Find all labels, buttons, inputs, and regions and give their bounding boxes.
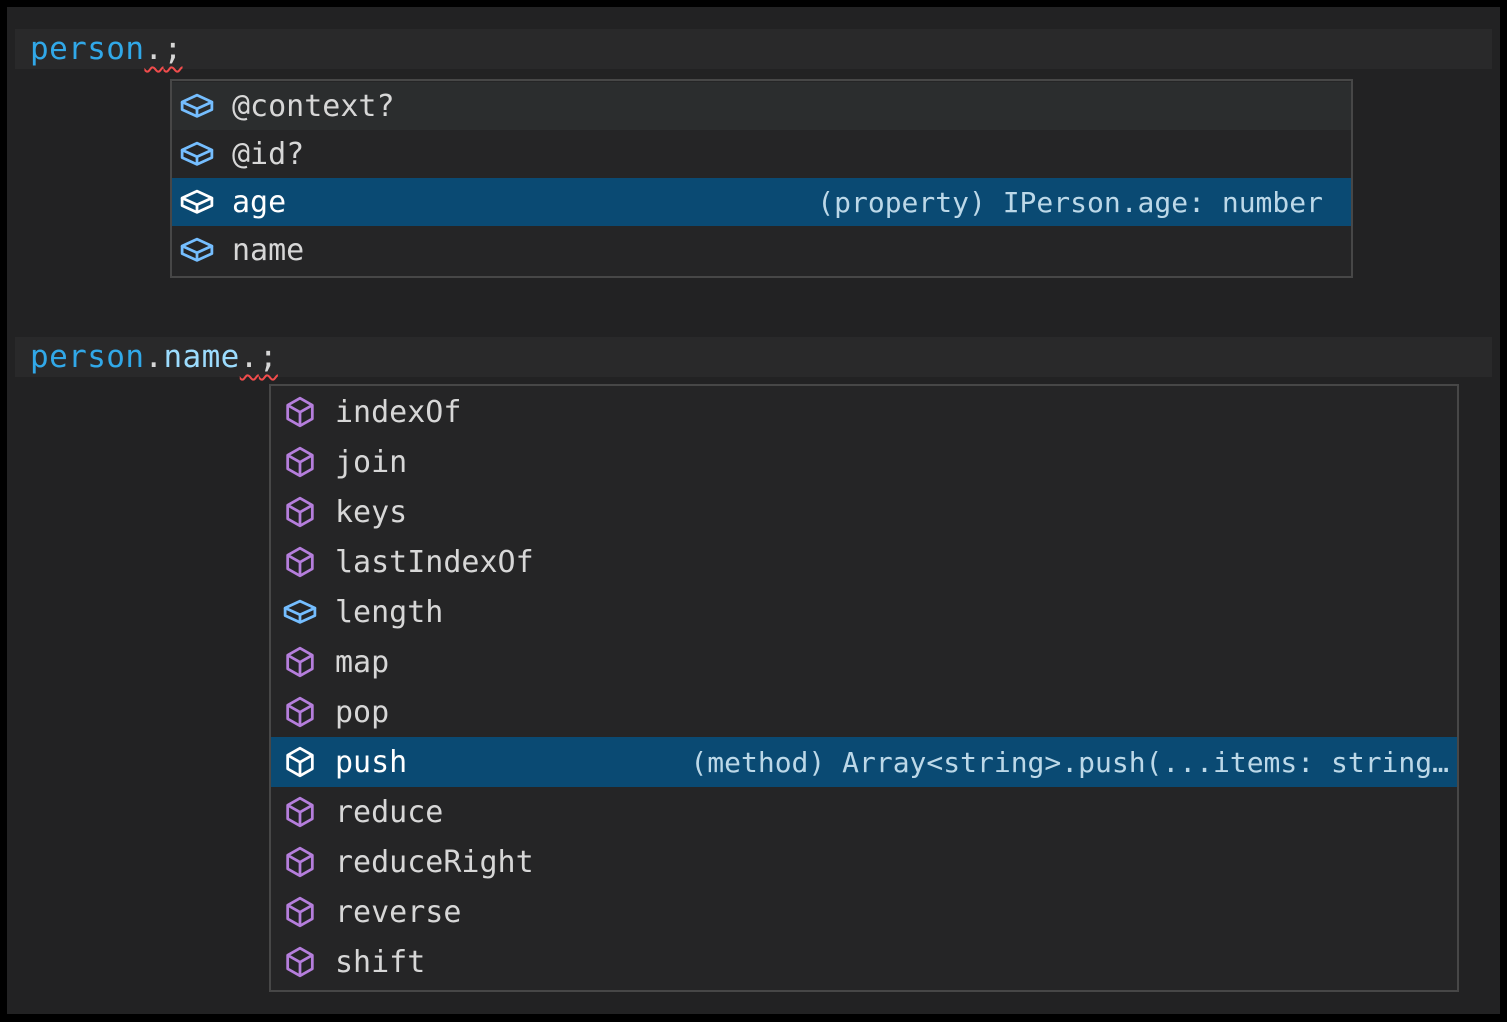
suggestion-label: shift: [335, 944, 426, 980]
suggestion-label: pop: [335, 694, 390, 730]
suggestion-label: reduceRight: [335, 844, 534, 880]
suggest-widget-person: @context? @id? age (property) IPerson.age: …: [170, 79, 1353, 278]
suggestion-label: reverse: [335, 894, 462, 930]
suggestion-join[interactable]: join: [271, 437, 1457, 487]
suggestion-label: age: [232, 184, 287, 220]
symbol-method-icon: [286, 696, 314, 728]
suggestion-pop[interactable]: pop: [271, 687, 1457, 737]
suggestion-lastindexof[interactable]: lastIndexOf: [271, 537, 1457, 587]
token-semicolon-error: ;: [258, 339, 278, 375]
current-line-highlight-2: person.name.;: [15, 337, 1492, 377]
symbol-field-icon: [180, 141, 214, 166]
token-dot: .: [144, 339, 164, 375]
suggestion-reverse[interactable]: reverse: [271, 887, 1457, 937]
suggest-widget-person-name: indexOf join keys lastIndexOf length map pop pu…: [269, 384, 1459, 992]
suggestion-label: keys: [335, 494, 408, 530]
symbol-method-icon: [286, 446, 314, 478]
symbol-method-icon: [286, 546, 314, 578]
suggestion-context[interactable]: @context?: [172, 82, 1351, 130]
symbol-method-icon: [286, 746, 314, 778]
symbol-method-icon: [286, 946, 314, 978]
code-line-2[interactable]: person.name.;: [30, 337, 278, 377]
suggestion-label: name: [232, 232, 305, 268]
suggestion-label: lastIndexOf: [335, 544, 534, 580]
suggestion-label: indexOf: [335, 394, 462, 430]
suggestion-id[interactable]: @id?: [172, 130, 1351, 178]
token-person: person: [30, 339, 145, 375]
symbol-field-icon: [283, 599, 317, 624]
suggestion-label: @context?: [232, 88, 395, 124]
token-dot-error: .: [239, 339, 259, 375]
symbol-field-icon: [180, 237, 214, 262]
current-line-highlight-1: person.;: [15, 29, 1492, 69]
suggestion-keys[interactable]: keys: [271, 487, 1457, 537]
suggestion-label: join: [335, 444, 408, 480]
symbol-method-icon: [286, 846, 314, 878]
symbol-method-icon: [286, 496, 314, 528]
symbol-method-icon: [286, 896, 314, 928]
code-editor: person.; @context? @id? age (property) IPer…: [7, 7, 1500, 1014]
symbol-method-icon: [286, 646, 314, 678]
symbol-field-icon: [180, 189, 214, 214]
suggestion-name[interactable]: name: [172, 226, 1351, 274]
suggestion-label: push: [335, 744, 408, 780]
suggestion-label: length: [335, 594, 444, 630]
suggestion-indexof[interactable]: indexOf: [271, 387, 1457, 437]
token-dot-error: .: [144, 31, 164, 67]
token-person: person: [30, 31, 145, 67]
symbol-method-icon: [286, 396, 314, 428]
symbol-field-icon: [180, 93, 214, 118]
token-name: name: [163, 339, 240, 375]
token-semicolon-error: ;: [163, 31, 183, 67]
suggestion-detail: (property) IPerson.age: number: [817, 185, 1323, 219]
suggestion-label: @id?: [232, 136, 305, 172]
suggestion-age[interactable]: age (property) IPerson.age: number: [172, 178, 1351, 226]
suggestion-push[interactable]: push (method) Array<string>.push(...items…: [271, 737, 1457, 787]
suggestion-reduce[interactable]: reduce: [271, 787, 1457, 837]
symbol-method-icon: [286, 796, 314, 828]
suggestion-length[interactable]: length: [271, 587, 1457, 637]
suggestion-shift[interactable]: shift: [271, 937, 1457, 987]
code-line-1[interactable]: person.;: [30, 29, 183, 69]
suggestion-map[interactable]: map: [271, 637, 1457, 687]
suggestion-label: map: [335, 644, 390, 680]
suggestion-detail: (method) Array<string>.push(...items: st…: [690, 745, 1449, 779]
suggestion-label: reduce: [335, 794, 444, 830]
suggestion-reduceright[interactable]: reduceRight: [271, 837, 1457, 887]
